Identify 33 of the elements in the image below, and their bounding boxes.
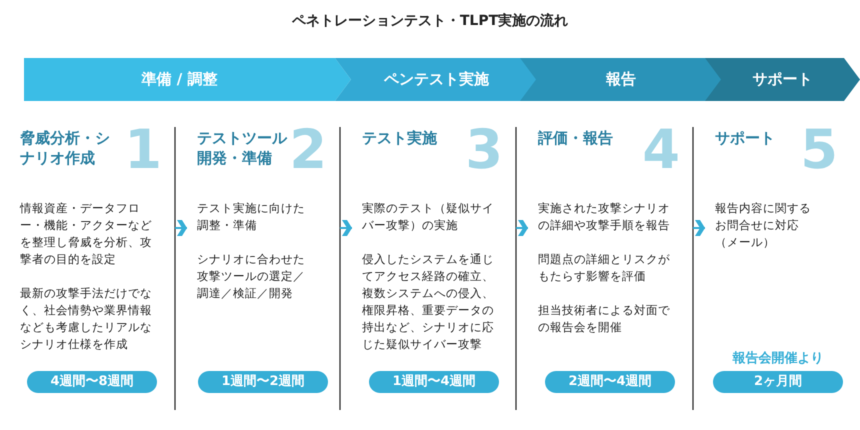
step-description: 報告内容に関するお問合せに対応（メール） (715, 200, 812, 251)
step-number: 3 (465, 120, 503, 180)
phase-band (24, 58, 351, 101)
step-description: 問題点の詳細とリスクがもたらす影響を評価 (538, 251, 671, 285)
diagram-title: ペネトレーションテスト・TLPT実施の流れ (290, 12, 570, 30)
step-description: 担当技術者による対面での報告会を開催 (538, 302, 671, 336)
duration-pill: 2ヶ月間 (713, 371, 843, 393)
step-description: 情報資産・データフロー・機能・アクターなどを整理し脅威を分析、攻撃者の目的を設定 (20, 200, 153, 268)
step-description: 侵入したシステムを通じてアクセス経路の確立、複数システムへの侵入、権限昇格、重要データの持出など、シナリオに応じた疑似サイバー攻撃 (362, 251, 495, 353)
step-number: 1 (124, 120, 162, 180)
duration-pill: 4週間〜8週間 (27, 371, 157, 393)
step-heading: 脅威分析・シナリオ作成 (20, 128, 111, 168)
step-heading: サポート (715, 128, 776, 148)
step-description: 実施された攻撃シナリオの詳細や攻撃手順を報告 (538, 200, 671, 234)
step-description: テスト実施に向けた調整・準備 (197, 200, 306, 234)
step-heading: テストツール開発・準備 (197, 128, 288, 168)
duration-caption: 報告会開催より (732, 350, 824, 367)
step-description: 最新の攻撃手法だけでなく、社会情勢や業界情報なども考慮したリアルなシナリオ仕様を作成 (20, 285, 153, 353)
step-number: 5 (800, 120, 838, 180)
phase-label: ペンテスト実施 (383, 69, 490, 90)
step-heading: テスト実施 (362, 128, 438, 148)
step-number: 2 (289, 120, 327, 180)
duration-pill: 1週間〜2週間 (198, 371, 328, 393)
step-number: 4 (642, 120, 680, 180)
phase-band (705, 58, 860, 101)
step-heading: 評価・報告 (538, 128, 614, 148)
phase-label: 報告 (605, 69, 637, 90)
duration-pill: 2週間〜4週間 (545, 371, 675, 393)
phase-label: 準備 / 調整 (140, 69, 218, 90)
duration-pill: 1週間〜4週間 (369, 371, 499, 393)
step-description: 実際のテスト（疑似サイバー攻撃）の実施 (362, 200, 495, 234)
phase-label: サポート (752, 69, 814, 90)
step-description: シナリオに合わせた攻撃ツールの選定／調達／検証／開発 (197, 251, 306, 302)
